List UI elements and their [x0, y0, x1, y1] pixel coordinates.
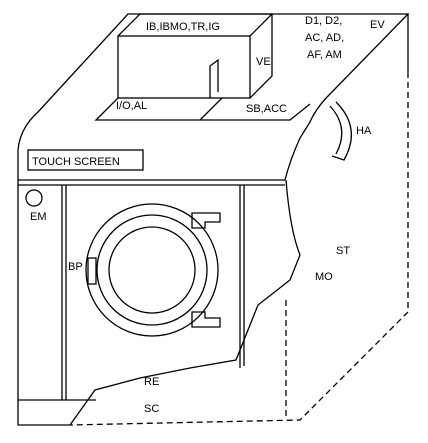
drum-outer: [85, 203, 219, 337]
label-mo: MO: [315, 271, 333, 283]
label-re: RE: [144, 376, 159, 388]
left-body-edge: [17, 170, 70, 426]
em-button: [25, 189, 43, 207]
label-d-line1: D1, D2,: [305, 15, 342, 27]
label-ev: EV: [370, 19, 385, 31]
top-box-top: [117, 13, 274, 37]
label-d-line2: AC, AD,: [305, 32, 344, 44]
label-em: EM: [30, 211, 47, 223]
drum-window: [108, 226, 196, 314]
top-compartment-floor: [94, 97, 311, 121]
touch-screen-box: [27, 149, 144, 171]
ha-disc: [331, 101, 352, 161]
hidden-edges: [69, 72, 409, 426]
ha-disc-inner: [329, 105, 343, 155]
label-touch-screen: TOUCH SCREEN: [32, 156, 120, 168]
label-ve: VE: [256, 56, 271, 68]
label-ha: HA: [356, 125, 372, 137]
cutaway-edge: [69, 179, 301, 426]
top-box-partition: [209, 58, 219, 98]
top-box-front: [117, 35, 251, 99]
drum-ring: [96, 214, 208, 326]
label-io: I/O,AL: [116, 100, 147, 112]
label-ib: IB,IBMO,TR,IG: [146, 21, 220, 33]
label-sc: SC: [144, 403, 159, 415]
label-st: ST: [336, 245, 350, 257]
top-box-side: [249, 14, 273, 99]
label-d-line3: AF, AM: [307, 49, 342, 61]
label-sb: SB,ACC: [246, 103, 287, 115]
label-bp: BP: [68, 261, 83, 273]
bp-handle: [87, 257, 97, 285]
top-face-outline: [17, 13, 410, 181]
